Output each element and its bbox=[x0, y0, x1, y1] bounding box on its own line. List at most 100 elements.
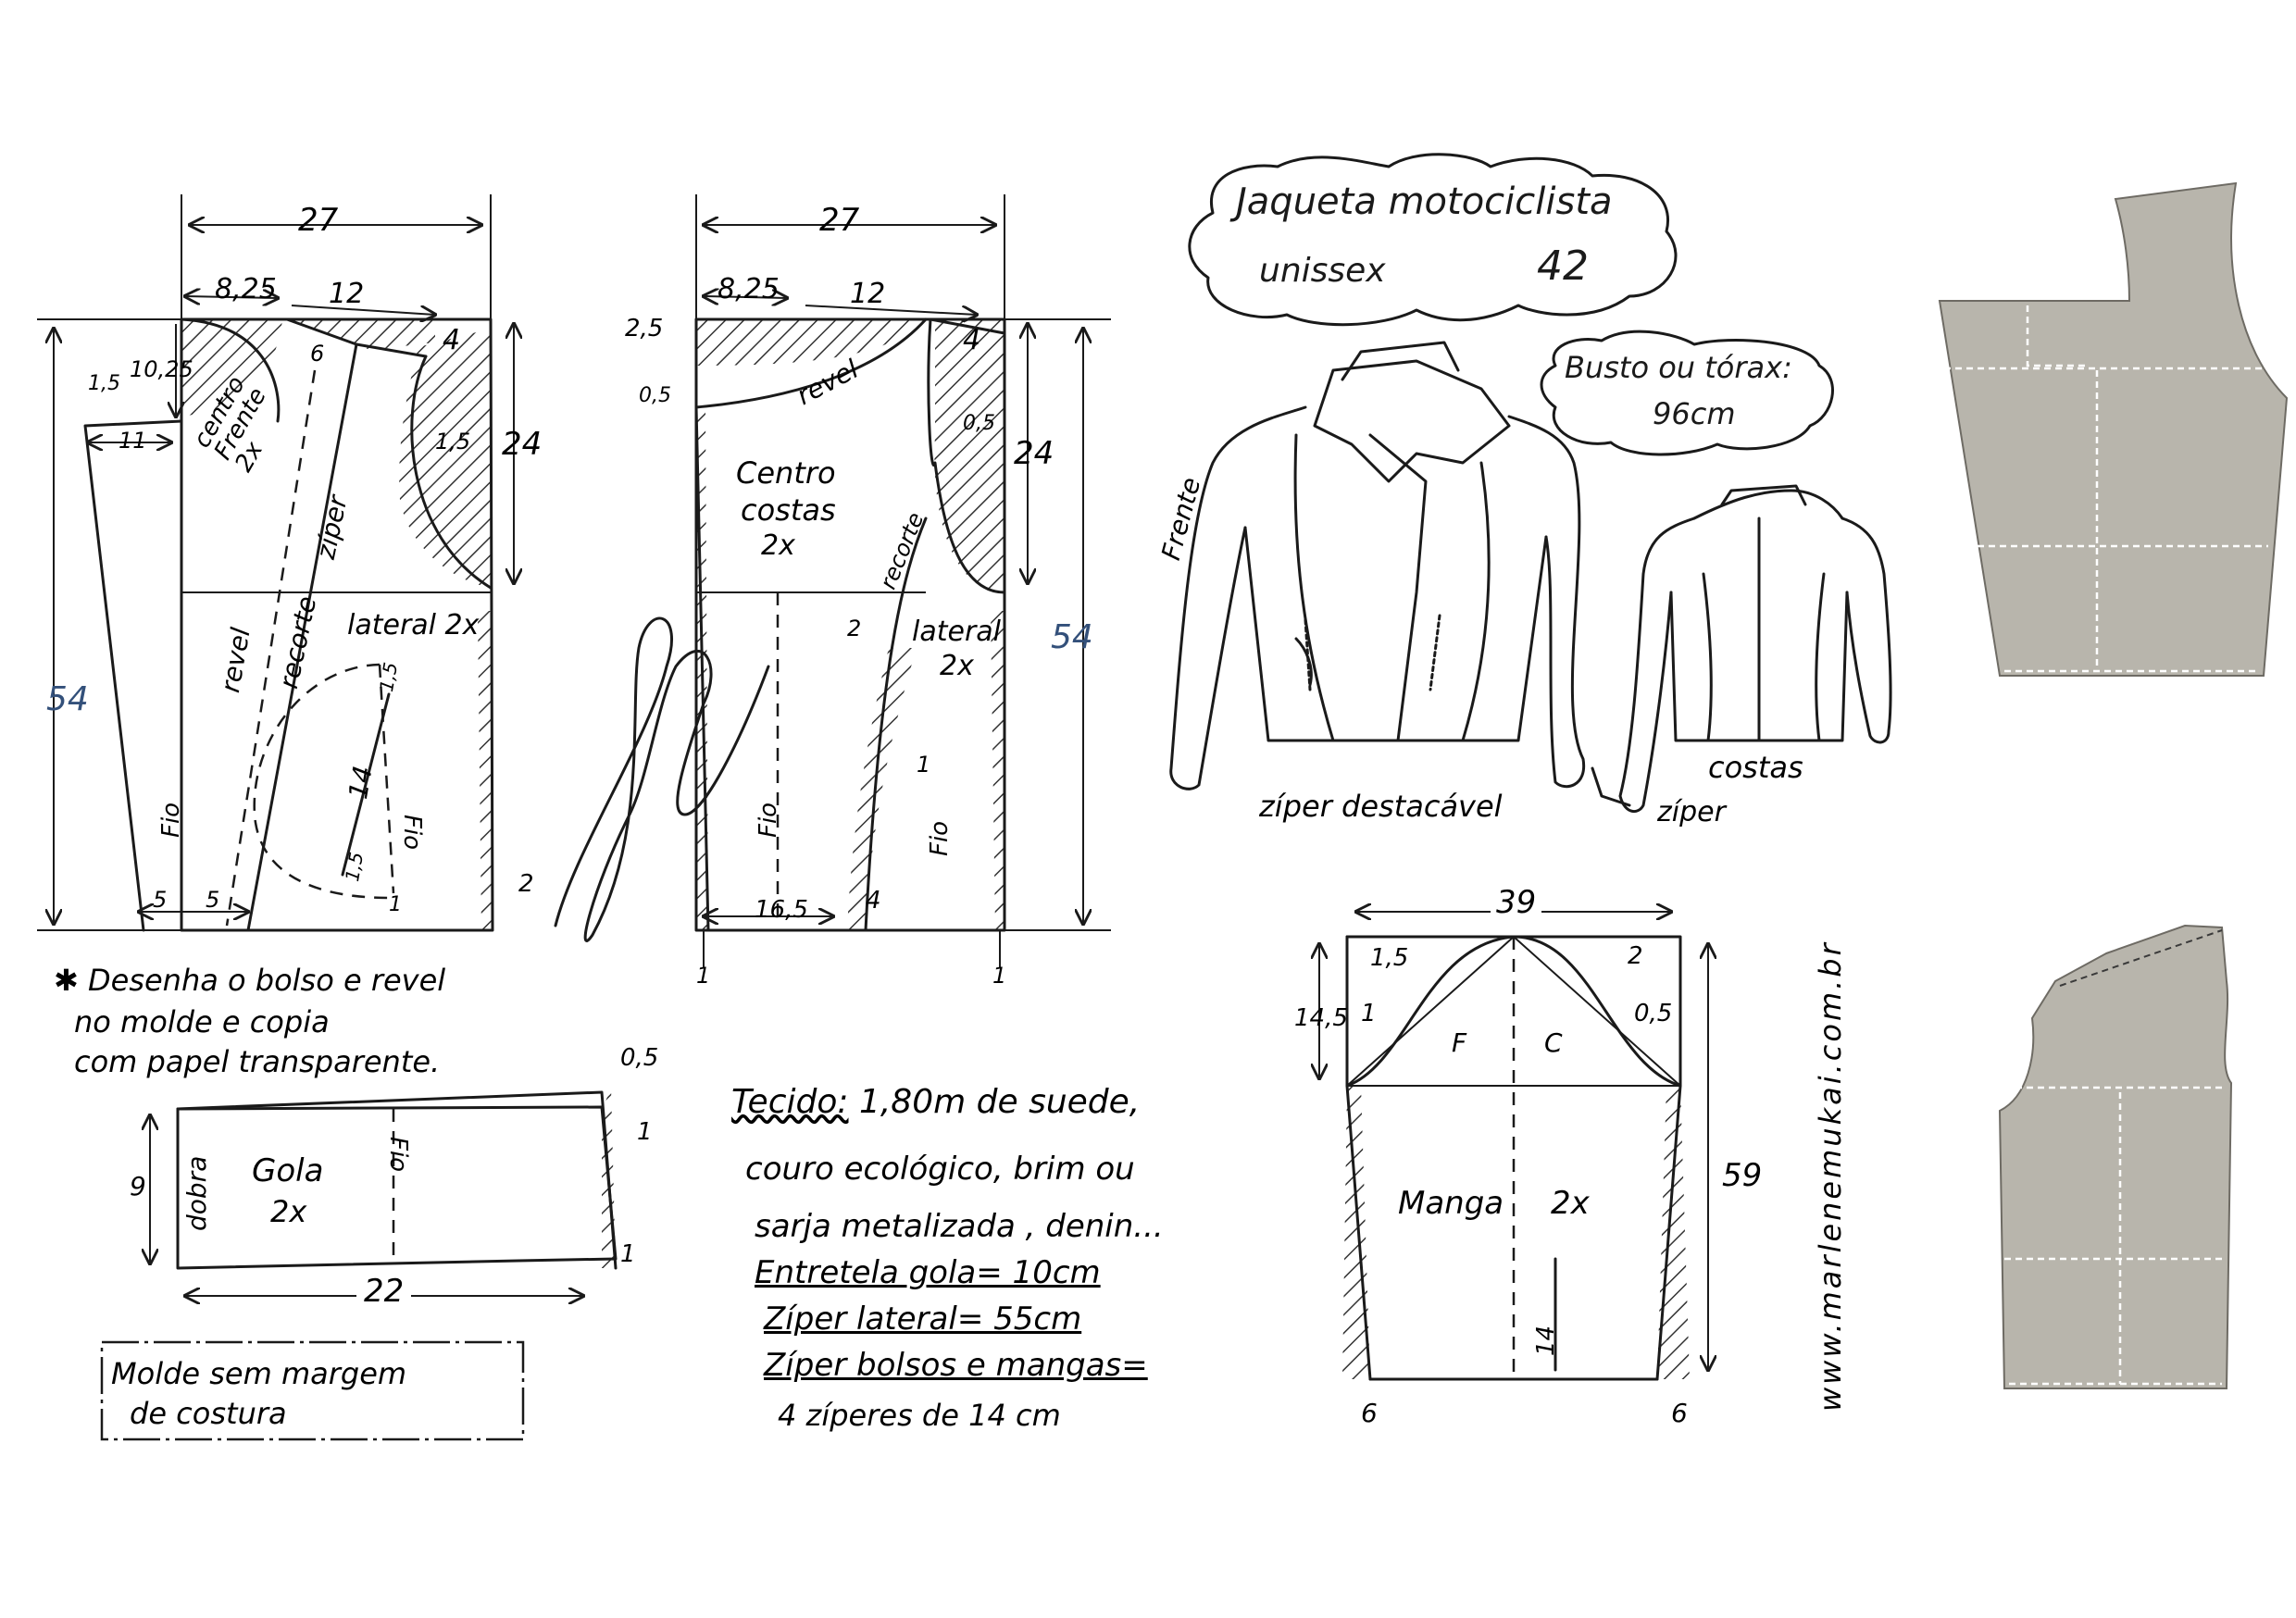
back-neck-drop: 2,5 bbox=[625, 315, 664, 342]
back-neck-width: 8,25 bbox=[718, 273, 780, 305]
front-pattern bbox=[37, 194, 514, 932]
front-hem-5a: 5 bbox=[153, 887, 168, 913]
collar-count: 2x bbox=[270, 1194, 307, 1229]
bust-value: 96cm bbox=[1653, 396, 1736, 431]
sleeve-back-mark: C bbox=[1544, 1027, 1563, 1058]
sleeve-cap-1-5: 1,5 bbox=[1370, 944, 1409, 972]
pocket-1: 1 bbox=[389, 893, 402, 916]
front-lateral-label: lateral 2x bbox=[347, 609, 480, 641]
back-width: 27 bbox=[819, 202, 860, 239]
note-line-3: com papel transparente. bbox=[74, 1044, 441, 1079]
fabric-line-2: couro ecológico, brim ou bbox=[745, 1151, 1135, 1188]
collar-fio: Fio bbox=[384, 1137, 412, 1173]
sleeve-cap-height: 14,5 bbox=[1294, 1004, 1348, 1032]
front-fio-left: Fio bbox=[157, 802, 185, 838]
collar-mark-0-5: 0,5 bbox=[620, 1044, 659, 1072]
back-center-label-1: Centro bbox=[736, 455, 836, 491]
sketch-front-label: Frente bbox=[1155, 474, 1207, 564]
back-center-label-3: 2x bbox=[761, 529, 795, 562]
sleeve-zip-14: 14 bbox=[1532, 1325, 1560, 1356]
back-hem-16-5: 16,5 bbox=[755, 896, 808, 924]
sketch-back-label: costas bbox=[1708, 750, 1803, 785]
title-cloud bbox=[1188, 153, 1678, 327]
back-armhole-depth: 24 bbox=[1014, 435, 1054, 472]
front-hem-2: 2 bbox=[518, 870, 534, 898]
sketch-zipper-detach: zíper destacável bbox=[1259, 789, 1503, 824]
back-bottom-1a: 1 bbox=[696, 963, 711, 989]
fabric-amount: 1,80m de suede, bbox=[858, 1083, 1141, 1121]
fabric-line-6: Zíper bolsos e mangas= bbox=[764, 1347, 1148, 1384]
collar-height: 9 bbox=[130, 1171, 146, 1201]
title-subtitle: unissex bbox=[1259, 252, 1386, 290]
fabric-label: Tecido: bbox=[731, 1083, 849, 1121]
collar-name: Gola bbox=[252, 1152, 324, 1189]
collar-mark-1a: 1 bbox=[637, 1118, 653, 1146]
back-center-label-2: costas bbox=[741, 492, 836, 528]
back-lateral-label-1: lateral bbox=[912, 616, 1001, 648]
back-hem-4: 4 bbox=[866, 887, 881, 915]
bust-label: Busto ou tórax: bbox=[1565, 350, 1792, 385]
front-neck-width: 8,25 bbox=[215, 273, 277, 305]
front-shoulder: 12 bbox=[329, 278, 365, 310]
pocket-length: 14 bbox=[343, 763, 379, 802]
front-armhole-depth: 24 bbox=[502, 426, 543, 463]
collar-length: 22 bbox=[356, 1273, 412, 1310]
back-fio-left: Fio bbox=[755, 802, 782, 838]
back-fio-right: Fio bbox=[926, 820, 954, 856]
back-bottom-1b: 1 bbox=[992, 963, 1007, 989]
front-mark-6: 6 bbox=[310, 341, 325, 367]
sleeve-cap-2: 2 bbox=[1628, 942, 1643, 970]
bust-cloud bbox=[1540, 330, 1834, 456]
sleeve-hem-6b: 6 bbox=[1671, 1398, 1688, 1428]
pocket-1-5-top: 1,5 bbox=[375, 660, 403, 694]
front-neck-drop: 10,25 bbox=[130, 356, 193, 382]
front-width: 27 bbox=[298, 202, 339, 239]
front-recorte-label: recorte bbox=[273, 593, 323, 691]
back-shoulder: 12 bbox=[850, 278, 886, 310]
title-size: 42 bbox=[1537, 243, 1589, 290]
sleeve-cap-0-5: 0,5 bbox=[1634, 1000, 1673, 1027]
collar-fold: dobra bbox=[181, 1155, 212, 1231]
fabric-line-1: Tecido: 1,80m de suede, bbox=[731, 1083, 1140, 1121]
front-zipper-label: zíper bbox=[310, 492, 354, 562]
note-line-2: no molde e copia bbox=[74, 1004, 330, 1039]
sleeve-count: 2x bbox=[1551, 1185, 1590, 1222]
front-fio-right: Fio bbox=[398, 815, 426, 851]
front-small-1-5: 1,5 bbox=[88, 372, 120, 395]
sleeve-cap-1: 1 bbox=[1361, 1000, 1377, 1027]
fabric-line-5: Zíper lateral= 55cm bbox=[764, 1301, 1082, 1338]
fabric-line-7: 4 zíperes de 14 cm bbox=[778, 1398, 1061, 1433]
front-shoulder-drop: 4 bbox=[443, 324, 461, 356]
front-revel-label: revel bbox=[215, 625, 256, 695]
website-link[interactable]: www.marlenemukai.com.br bbox=[1813, 940, 1848, 1412]
back-pattern bbox=[694, 194, 1111, 967]
back-lateral-label-2: 2x bbox=[940, 650, 974, 682]
back-small-0-5: 0,5 bbox=[639, 384, 671, 407]
back-revel-label: revel bbox=[792, 353, 864, 412]
no-seam-box bbox=[100, 1340, 525, 1441]
back-armhole-0-5: 0,5 bbox=[963, 412, 995, 435]
back-mark-1: 1 bbox=[917, 752, 931, 778]
sleeve-pattern bbox=[1319, 912, 1708, 1381]
fabric-line-4: Entretela gola= 10cm bbox=[755, 1254, 1101, 1291]
front-length: 54 bbox=[46, 680, 89, 718]
no-seam-line-2: de costura bbox=[130, 1396, 287, 1431]
front-small-11: 11 bbox=[119, 428, 147, 454]
pocket-1-5-bottom: 1,5 bbox=[341, 850, 368, 884]
back-mark-2: 2 bbox=[847, 616, 862, 641]
sleeve-hem-6a: 6 bbox=[1361, 1398, 1378, 1428]
note-line-1: ✱ Desenha o bolso e revel bbox=[54, 963, 446, 998]
template-back-sheet bbox=[1938, 181, 2289, 677]
fabric-line-3: sarja metalizada , denin... bbox=[755, 1208, 1164, 1245]
sleeve-name: Manga bbox=[1398, 1185, 1504, 1222]
sleeve-width: 39 bbox=[1491, 884, 1542, 921]
front-center-label: centro Frente 2x bbox=[188, 371, 272, 477]
template-front-sheet bbox=[1998, 924, 2233, 1389]
back-length: 54 bbox=[1051, 618, 1093, 656]
front-hem-5b: 5 bbox=[206, 887, 220, 913]
front-armhole-1-5: 1,5 bbox=[435, 429, 471, 454]
collar-mark-1b: 1 bbox=[620, 1240, 636, 1268]
sleeve-length: 59 bbox=[1722, 1157, 1763, 1194]
back-shoulder-drop: 4 bbox=[963, 324, 981, 356]
